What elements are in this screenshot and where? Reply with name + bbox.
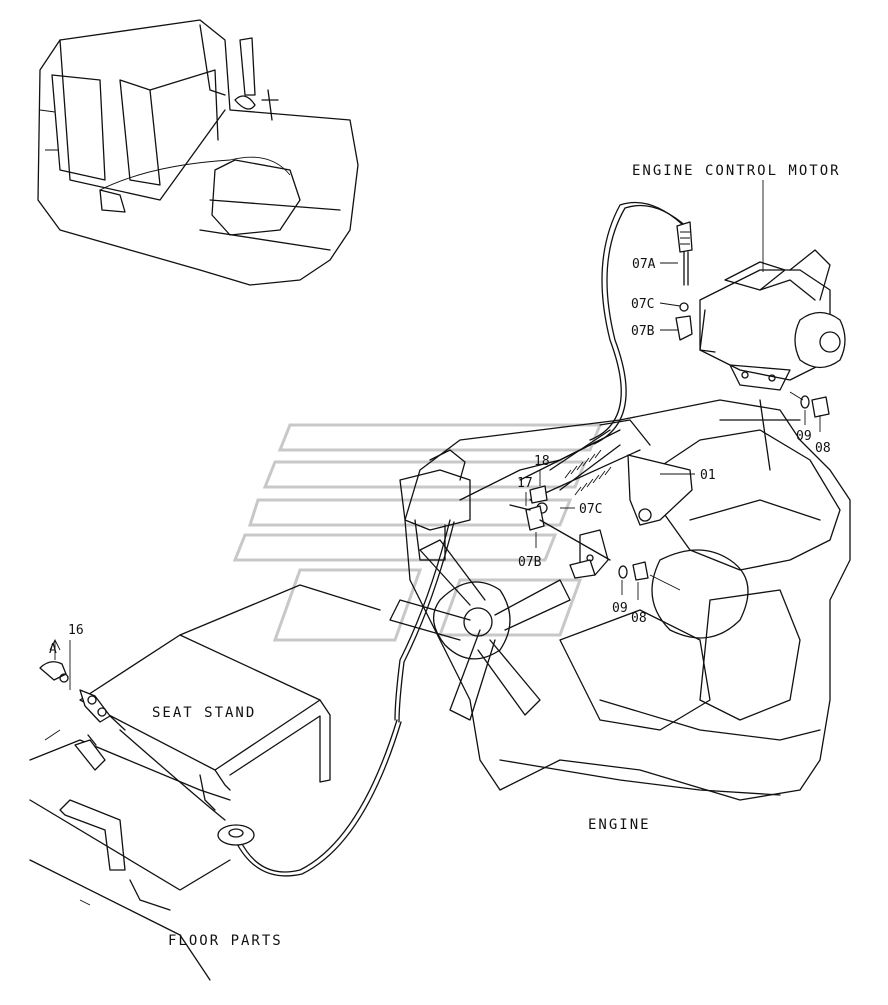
callout-18: 18 xyxy=(534,454,550,469)
engine-control-motor-label: ENGINE CONTROL MOTOR xyxy=(632,163,841,179)
engine-fan xyxy=(389,539,571,721)
seat-stand xyxy=(79,584,381,846)
callout-09-mid: 09 xyxy=(612,601,628,616)
engine-assembly xyxy=(389,399,851,801)
throttle-lever xyxy=(39,638,126,771)
callout-07b-top: 07B xyxy=(631,324,655,339)
floor-parts xyxy=(29,729,231,981)
excavator-overview xyxy=(37,19,359,286)
callout-09-top: 09 xyxy=(796,429,812,444)
throttle-small-parts xyxy=(509,391,830,591)
callout-17: 17 xyxy=(517,476,533,491)
seat-stand-label: SEAT STAND xyxy=(152,705,256,721)
callout-08-mid: 08 xyxy=(631,611,647,626)
floor-parts-label: FLOOR PARTS xyxy=(168,933,283,949)
control-cable xyxy=(119,201,693,877)
leader-lines xyxy=(525,262,821,600)
callout-01: 01 xyxy=(700,468,716,483)
throttle-linkage xyxy=(549,419,693,526)
watermark-logo xyxy=(232,423,603,642)
callout-16: 16 xyxy=(68,623,84,638)
callout-07b-mid: 07B xyxy=(518,555,542,570)
callout-07c-mid: 07C xyxy=(579,502,602,517)
view-a-label: A xyxy=(49,642,57,657)
callout-08-top: 08 xyxy=(815,441,831,456)
callout-07a: 07A xyxy=(632,257,656,272)
callout-07c-top: 07C xyxy=(631,297,654,312)
engine-label: ENGINE xyxy=(588,817,651,833)
engine-control-motor xyxy=(699,180,846,391)
